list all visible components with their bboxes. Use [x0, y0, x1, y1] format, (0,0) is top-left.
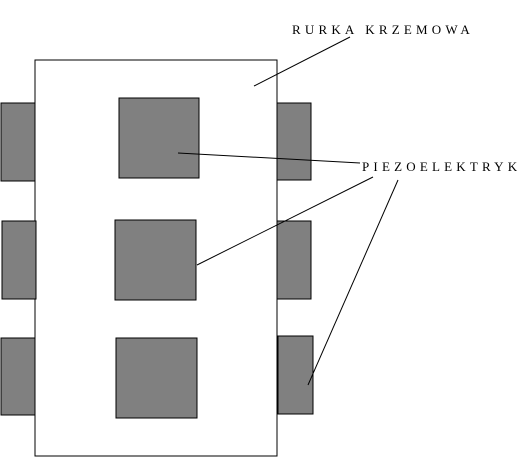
piezo-leader-line-3: [307, 179, 399, 386]
piezo-center-3: [115, 337, 198, 419]
piezo-center-1: [118, 97, 200, 179]
piezo-center-2: [114, 219, 197, 301]
piezo-right-1: [276, 102, 312, 181]
piezo-left-1: [0, 102, 36, 182]
piezo-leader-line-2: [196, 176, 374, 266]
tube-leader-line: [253, 36, 351, 87]
piezo-left-2: [1, 220, 37, 300]
tube-label: RURKA KRZEMOWA: [292, 22, 474, 37]
piezo-right-2: [276, 220, 312, 300]
piezo-label: PIEZOELEKTRYKI: [362, 159, 520, 174]
piezo-left-3: [0, 337, 36, 416]
piezo-right-3: [277, 335, 314, 415]
piezo-leader-line-1: [177, 152, 361, 164]
